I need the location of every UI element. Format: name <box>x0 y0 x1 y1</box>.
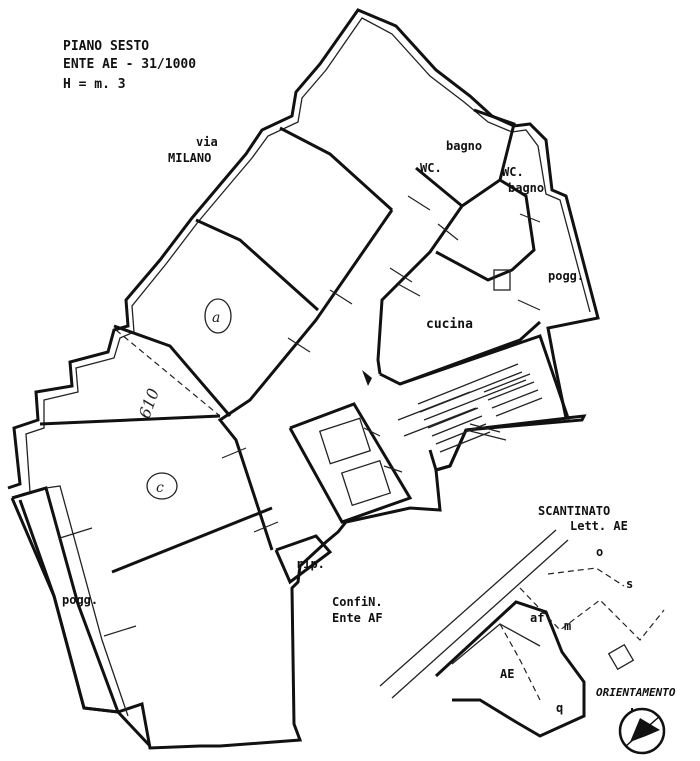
basement-pillar <box>607 643 635 671</box>
room-cucina: cucina <box>426 317 473 332</box>
street-name: MILANO <box>168 151 211 165</box>
basement-cell-m: m <box>564 619 571 633</box>
basement-cell-o: o <box>596 545 603 559</box>
outer-walls <box>7 8 600 750</box>
neighbor-line-2: Ente AF <box>332 611 383 625</box>
street-word: via <box>196 135 218 149</box>
compass-needle <box>625 715 661 747</box>
room-wc-1: WC. <box>420 161 442 175</box>
hand-dash <box>115 329 221 417</box>
lift-shaft-1 <box>318 417 372 465</box>
room-pogg-left: pogg. <box>62 593 98 607</box>
orientation: ORIENTAMENTO <box>596 686 676 755</box>
corridor-wall-top <box>376 205 464 375</box>
vent-grille <box>493 269 511 291</box>
balcony-left-rail <box>45 485 129 717</box>
basement-wall-inner <box>451 623 541 665</box>
hand-circle-a <box>204 298 232 334</box>
hand-circle-c <box>146 472 178 500</box>
basement-cells-2 <box>547 567 625 587</box>
basement-road-2 <box>391 539 569 699</box>
basement-cell-af: af <box>530 611 544 625</box>
wall-3 <box>195 218 320 312</box>
basement-cell-s: s <box>626 577 633 591</box>
orientation-label: ORIENTAMENTO <box>596 686 676 699</box>
big-room-divide <box>111 506 273 574</box>
room-pogg-right: pogg. <box>548 269 584 283</box>
hand-mark-a: a <box>212 310 220 326</box>
room-labels: bagno WC. WC. bagno pogg. cucina rip. po… <box>62 139 584 625</box>
basement-cell-q: q <box>556 701 563 715</box>
door-marks <box>59 195 541 637</box>
plan-header: PIANO SESTO ENTE AE - 31/1000 H = m. 3 <box>63 39 196 92</box>
street-label: via MILANO <box>168 135 218 165</box>
wall-5 <box>415 166 463 208</box>
room-bagno-1: bagno <box>446 139 482 153</box>
floor-title: PIANO SESTO <box>63 39 149 54</box>
wall-7 <box>435 178 536 282</box>
room-bagno-2: bagno <box>508 181 544 195</box>
lower-room-wall <box>116 710 152 748</box>
facade-outer <box>7 8 600 750</box>
wall-4 <box>279 126 394 212</box>
hand-mark-c: c <box>156 480 164 496</box>
neighbor-line-1: ConfiN. <box>332 595 383 609</box>
stair-core <box>288 402 413 524</box>
unit-share: ENTE AE - 31/1000 <box>63 57 196 72</box>
interior-walls <box>39 108 571 748</box>
hand-note: 610 <box>135 386 163 421</box>
lift-shaft-2 <box>340 459 392 507</box>
basement-subtitle: Lett. AE <box>570 519 628 533</box>
basement-cell-ae: AE <box>500 667 514 681</box>
basement-inset: SCANTINATO Lett. AE o s af m AE q <box>379 504 665 738</box>
facade-inner <box>21 17 591 495</box>
entry-arrow <box>362 370 372 386</box>
wall-1 <box>39 414 221 426</box>
corridor-wall-bottom <box>217 209 394 551</box>
basement-wall <box>434 600 586 738</box>
wall-2 <box>113 324 232 417</box>
rip-wall <box>274 534 333 585</box>
room-rip: rip. <box>296 557 325 571</box>
room-wc-2: WC. <box>502 165 524 179</box>
stair-frame <box>399 334 571 472</box>
wall-6 <box>461 108 516 208</box>
ceiling-height: H = m. 3 <box>63 77 126 92</box>
basement-title: SCANTINATO <box>538 504 610 518</box>
basement-road-1 <box>379 529 557 687</box>
basement-split-1 <box>499 623 541 701</box>
stair-treads <box>397 363 543 453</box>
